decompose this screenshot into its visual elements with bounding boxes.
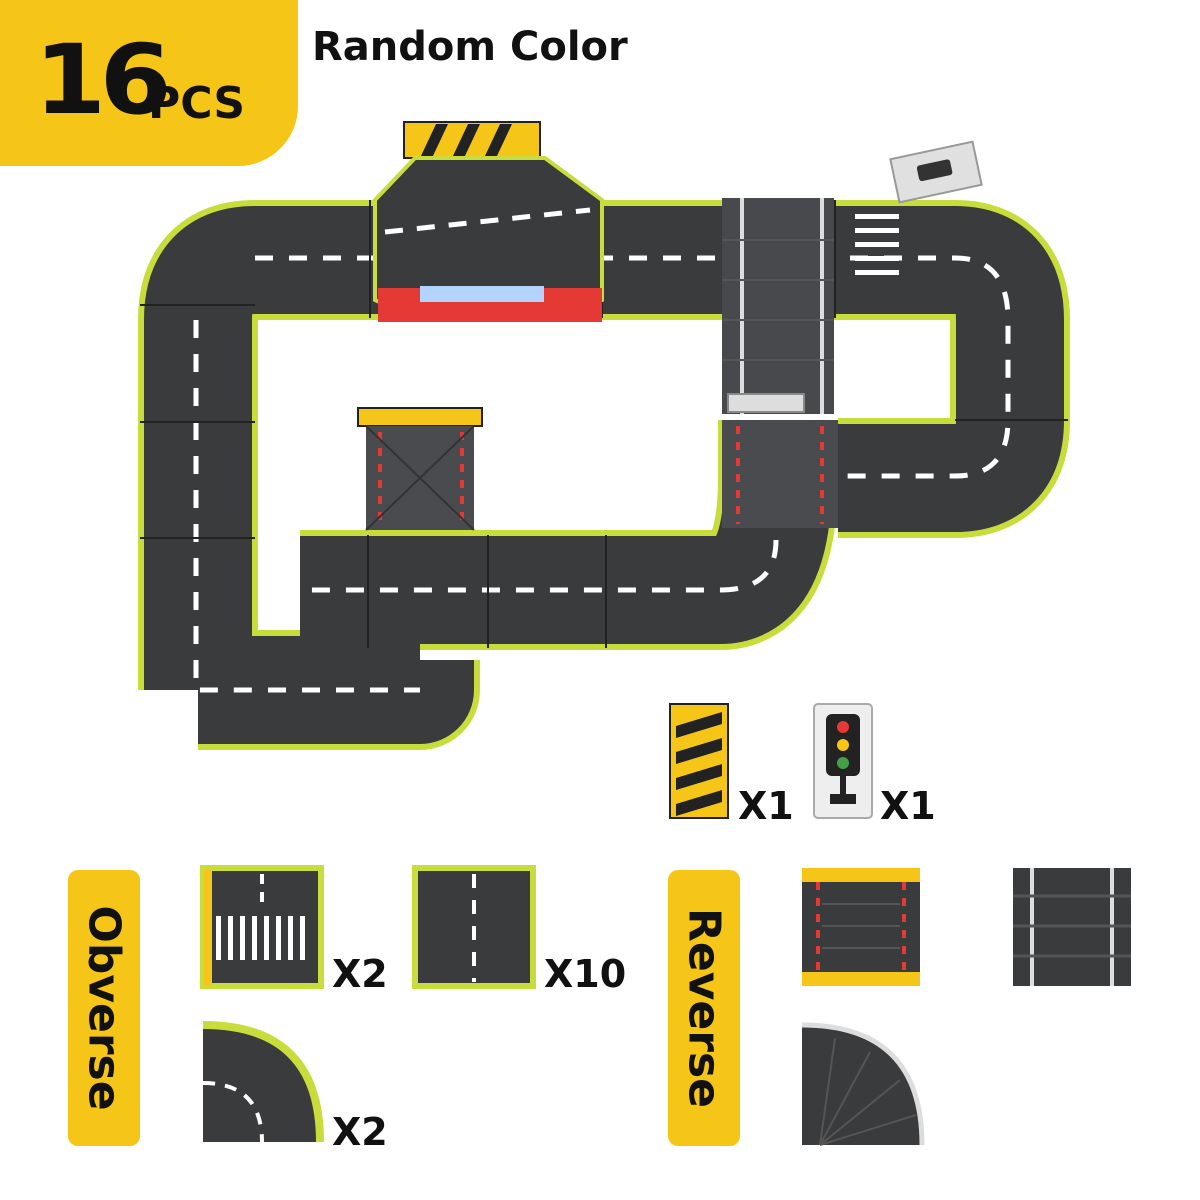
curve-reverse-tile-icon xyxy=(801,1022,925,1146)
page-title: Random Color xyxy=(312,24,628,70)
ramp-piece xyxy=(357,407,483,531)
piece-count-badge: 16 PCS xyxy=(0,0,298,166)
rail-tile-icon xyxy=(1013,868,1131,986)
bridge-piece xyxy=(373,121,604,322)
curve-count: X2 xyxy=(332,1110,388,1154)
rail-crossing xyxy=(722,198,834,414)
badge-number: 16 xyxy=(34,24,172,136)
obverse-label-tab: Obverse xyxy=(68,870,140,1146)
curve-road-tile-icon xyxy=(202,1021,324,1143)
reverse-label-tab: Reverse xyxy=(668,870,740,1146)
straight-count: X10 xyxy=(544,952,627,996)
track-layout xyxy=(138,121,1070,750)
traffic-light-icon xyxy=(813,703,873,819)
badge-unit: PCS xyxy=(148,78,246,129)
hazard-barrier-icon xyxy=(669,703,729,819)
crosswalk-count: X2 xyxy=(332,952,388,996)
obverse-label: Obverse xyxy=(78,905,130,1111)
crosswalk-tile-icon xyxy=(200,865,324,989)
barrier-count: X1 xyxy=(738,784,794,828)
traffic-light-count: X1 xyxy=(880,784,936,828)
ramp-tile-icon xyxy=(802,868,920,986)
reverse-label: Reverse xyxy=(678,908,730,1108)
straight-road-tile-icon xyxy=(412,865,536,989)
track-traffic-light xyxy=(889,140,983,204)
